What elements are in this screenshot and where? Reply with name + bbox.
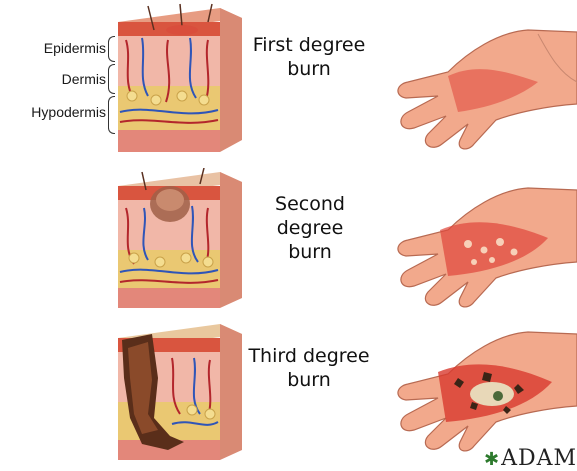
caption-third-degree-line1: Third degree bbox=[244, 344, 374, 368]
hand-third-degree bbox=[388, 314, 577, 454]
caption-third-degree-line2: burn bbox=[244, 368, 374, 392]
caption-first-degree-line2: burn bbox=[244, 57, 374, 81]
caption-third-degree: Third degree burn bbox=[244, 344, 374, 392]
epidermis-label: Epidermis bbox=[20, 40, 106, 56]
hand-second-degree bbox=[388, 170, 577, 310]
caption-second-degree: Second degree burn bbox=[240, 192, 380, 264]
adam-logo-icon: ✱ bbox=[484, 449, 500, 470]
skin-cross-section-first-degree bbox=[112, 0, 248, 165]
caption-second-degree-line1: Second degree bbox=[240, 192, 380, 240]
adam-logo: ✱ADAM bbox=[484, 446, 577, 471]
skin-cross-section-third-degree bbox=[112, 318, 248, 470]
adam-logo-text: ADAM bbox=[501, 446, 577, 471]
hypodermis-label: Hypodermis bbox=[8, 104, 106, 120]
dermis-label: Dermis bbox=[20, 71, 106, 87]
caption-first-degree: First degree burn bbox=[244, 33, 374, 81]
hand-first-degree bbox=[388, 12, 577, 152]
skin-cross-section-second-degree bbox=[112, 168, 248, 318]
caption-second-degree-line2: burn bbox=[240, 240, 380, 264]
caption-first-degree-line1: First degree bbox=[244, 33, 374, 57]
